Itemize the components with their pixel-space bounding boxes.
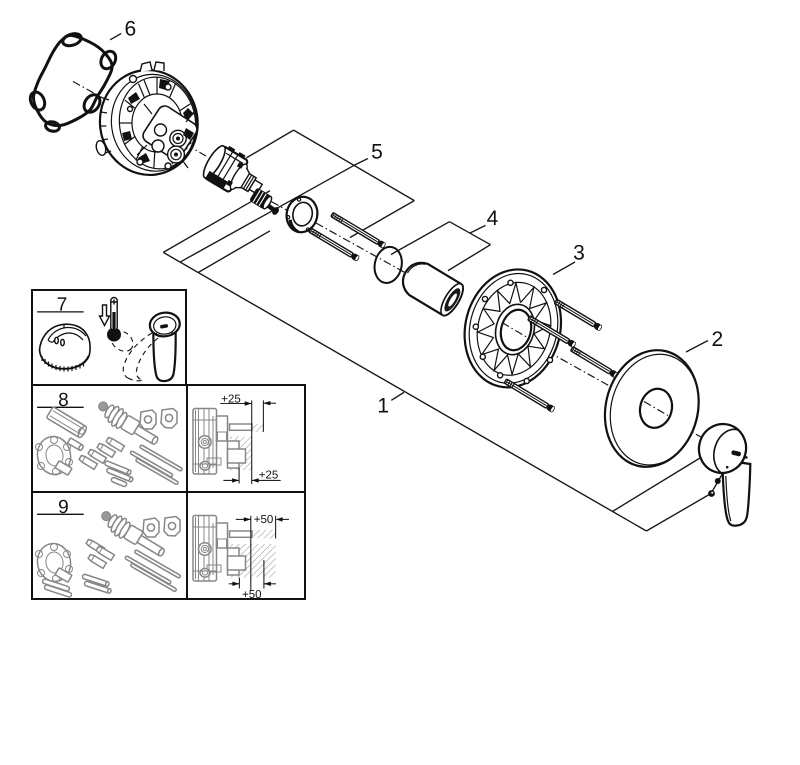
svg-text:5: 5 bbox=[371, 141, 383, 164]
svg-text:1: 1 bbox=[377, 394, 389, 417]
svg-text:9: 9 bbox=[58, 497, 69, 518]
svg-text:6: 6 bbox=[124, 18, 136, 41]
svg-text:4: 4 bbox=[487, 207, 499, 230]
svg-text:+50: +50 bbox=[242, 589, 262, 601]
svg-text:+25: +25 bbox=[221, 394, 241, 406]
svg-text:+50: +50 bbox=[254, 514, 274, 526]
svg-text:3: 3 bbox=[573, 242, 585, 265]
svg-text:2: 2 bbox=[711, 328, 723, 351]
svg-text:+25: +25 bbox=[259, 470, 279, 482]
svg-text:7: 7 bbox=[57, 295, 68, 316]
svg-text:8: 8 bbox=[58, 390, 69, 411]
